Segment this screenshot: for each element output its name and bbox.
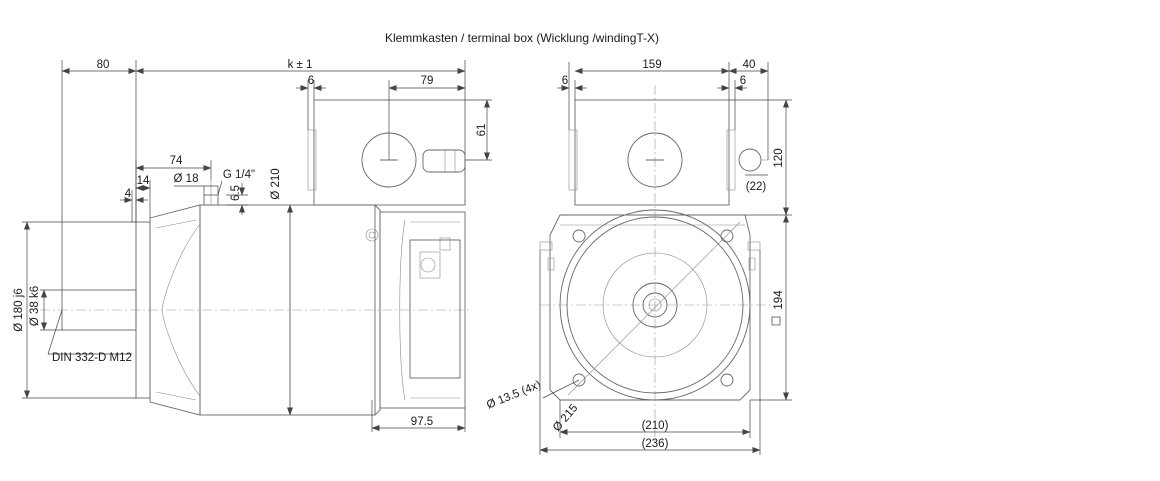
side-view: 80 k ± 1 6 79 61 74 14 4	[13, 59, 492, 432]
rear-endshield	[379, 211, 466, 409]
dim-61: 61	[476, 124, 488, 137]
din-label: DIN 332-D M12	[52, 352, 132, 364]
bolt-hole	[720, 229, 734, 243]
dim-80: 80	[97, 59, 110, 71]
dim-d180: Ø 180 j6	[13, 288, 25, 331]
dim-6-a: 6	[562, 75, 568, 87]
dim-79: 79	[421, 75, 434, 87]
square-flange	[549, 214, 751, 401]
dim-g14: G 1/4"	[223, 169, 255, 181]
dim-194: 194	[773, 290, 785, 310]
dim-14: 14	[137, 175, 150, 187]
dim-k: k ± 1	[288, 59, 313, 71]
dim-d210: Ø 210	[270, 168, 282, 199]
dim-74: 74	[170, 155, 183, 167]
dim-40: 40	[743, 59, 756, 71]
bolt-hole	[572, 229, 586, 243]
dim-d215: Ø 215	[551, 402, 580, 434]
dim-210: (210)	[642, 420, 669, 432]
dim-4: 4	[125, 188, 132, 200]
bolt-hole	[572, 373, 586, 387]
cable-gland	[422, 149, 466, 173]
dim-d18: Ø 18	[174, 173, 199, 185]
front-view: 159 40 6 6 120 (22) 194 Ø 13.5 (4x) Ø 21…	[485, 59, 792, 455]
dim-159: 159	[642, 59, 661, 71]
drawing-title: Klemmkasten / terminal box (Wicklung /wi…	[385, 31, 659, 45]
dim-6-5: 6.5	[230, 185, 242, 201]
bolt-hole	[720, 373, 734, 387]
housing-outline	[559, 209, 751, 401]
dim-120: 120	[773, 148, 785, 167]
terminal-box-front	[574, 99, 730, 206]
dim-6-left: 6	[308, 75, 314, 87]
dim-holes: Ø 13.5 (4x)	[485, 379, 543, 412]
dim-d38: Ø 38 k6	[29, 286, 41, 326]
cable-gland-front	[738, 148, 762, 172]
dim-236: (236)	[642, 438, 669, 450]
dim-6-b: 6	[740, 75, 746, 87]
dim-22: (22)	[746, 181, 767, 193]
terminal-box-side	[313, 99, 466, 206]
dim-97-5: 97.5	[411, 416, 433, 428]
